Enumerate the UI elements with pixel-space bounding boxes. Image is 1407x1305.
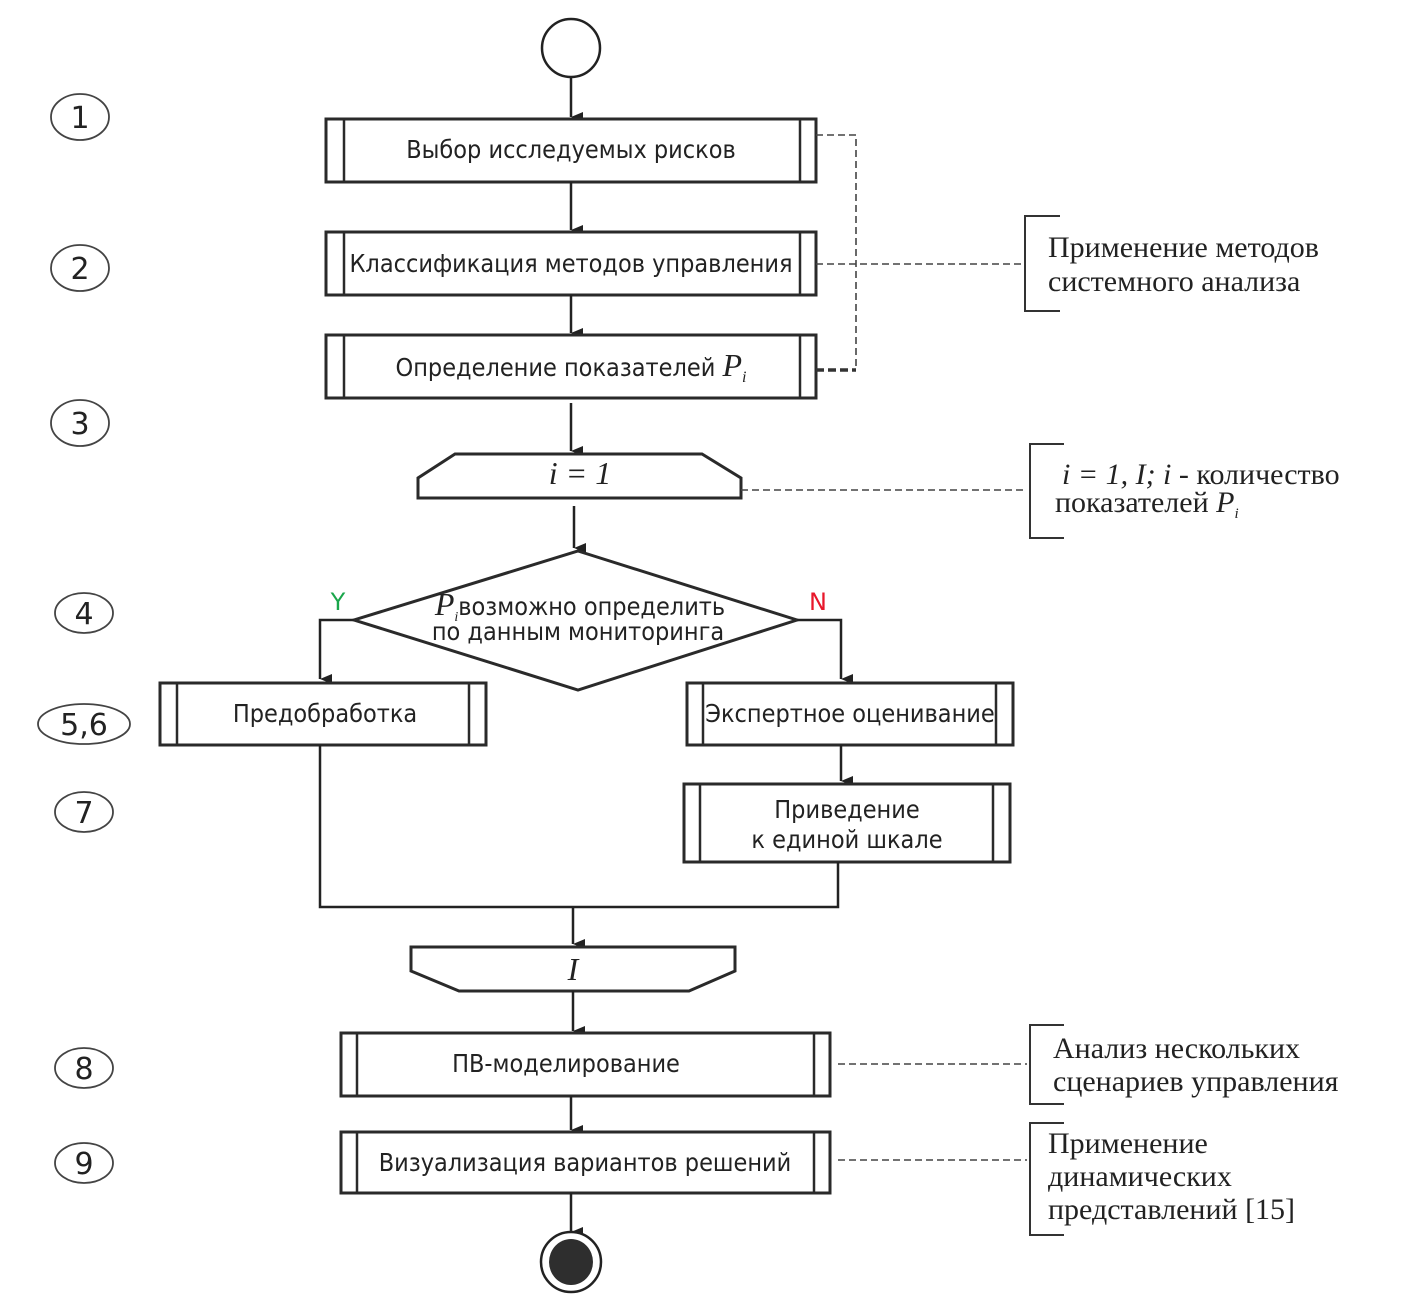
- note-system-analysis: Применение методов системного анализа: [1024, 215, 1319, 312]
- step-marker-3: 3: [50, 399, 110, 447]
- svg-text:системного анализа: системного анализа: [1048, 265, 1300, 298]
- define-indicators-label: Определение показателей: [396, 353, 716, 382]
- svg-text:1: 1: [70, 101, 89, 136]
- decision-monitoring-data: Piвозможно определить по данным монитори…: [348, 549, 802, 692]
- svg-text:динамических: динамических: [1048, 1160, 1232, 1193]
- step-marker-8: 8: [54, 1047, 114, 1089]
- svg-text:8: 8: [74, 1052, 93, 1087]
- process-select-risks: Выбор исследуемых рисков: [324, 117, 818, 184]
- svg-text:Применение: Применение: [1048, 1127, 1208, 1160]
- svg-text:Экспертное оценивание: Экспертное оценивание: [705, 699, 994, 728]
- svg-text:сценариев управления: сценариев управления: [1053, 1065, 1339, 1098]
- svg-text:Выбор исследуемых рисков: Выбор исследуемых рисков: [406, 135, 736, 164]
- start-node: [540, 17, 602, 79]
- step-marker-7: 7: [54, 791, 114, 833]
- svg-text:Piвозможно определить: Piвозможно определить: [434, 586, 725, 625]
- yes-label: Y: [330, 588, 346, 616]
- svg-text:7: 7: [74, 796, 93, 831]
- svg-text:3: 3: [70, 407, 89, 442]
- step-marker-1: 1: [50, 93, 110, 141]
- svg-text:показателей Pi: показателей Pi: [1055, 486, 1239, 522]
- step-marker-2: 2: [50, 244, 110, 292]
- step-marker-5-6: 5,6: [37, 703, 131, 745]
- svg-text:5,6: 5,6: [60, 708, 108, 743]
- yes-branch-arrow: [318, 618, 354, 684]
- svg-text:i = 1, I; i - количество: i = 1, I; i - количество: [1062, 458, 1340, 491]
- svg-text:к единой шкале: к единой шкале: [751, 825, 942, 854]
- no-branch-arrow: [797, 618, 853, 684]
- merge-connector: [318, 745, 840, 909]
- svg-text:Определение показателей Pi: Определение показателей Pi: [396, 347, 747, 386]
- step-marker-4: 4: [54, 592, 114, 634]
- process-pv-modeling: ПВ-моделирование: [339, 1031, 832, 1098]
- svg-text:по данным мониторинга: по данным мониторинга: [432, 617, 724, 646]
- process-normalize-scale: Приведение к единой шкале: [682, 782, 1012, 864]
- process-preprocessing: Предобработка: [158, 681, 488, 747]
- note-loop-counter: i = 1, I; i - количество показателей Pi: [1029, 443, 1340, 539]
- svg-text:Визуализация вариантов решений: Визуализация вариантов решений: [379, 1148, 792, 1177]
- svg-text:9: 9: [74, 1147, 93, 1182]
- process-visualization: Визуализация вариантов решений: [339, 1130, 832, 1195]
- process-classify-methods: Классификация методов управления: [324, 230, 818, 297]
- p-symbol: P: [721, 347, 742, 383]
- dashed-connector: [816, 134, 857, 370]
- svg-text:i = 1: i = 1: [549, 455, 611, 491]
- step-marker-9: 9: [54, 1142, 114, 1184]
- note-scenarios: Анализ нескольких сценариев управления: [1029, 1024, 1339, 1105]
- svg-text:I: I: [567, 951, 580, 987]
- end-node: [539, 1230, 603, 1294]
- svg-text:2: 2: [70, 252, 89, 287]
- svg-text:Предобработка: Предобработка: [233, 699, 417, 728]
- note-dynamic-representations: Применение динамических представлений [1…: [1029, 1122, 1295, 1236]
- svg-text:Классификация методов управлен: Классификация методов управления: [349, 249, 792, 278]
- svg-text:ПВ-моделирование: ПВ-моделирование: [452, 1049, 680, 1078]
- no-label: N: [809, 588, 827, 616]
- loop-end: I: [409, 945, 737, 993]
- svg-text:представлений [15]: представлений [15]: [1048, 1193, 1295, 1226]
- svg-text:Приведение: Приведение: [774, 795, 919, 824]
- svg-text:4: 4: [74, 597, 93, 632]
- i-subscript: i: [742, 369, 746, 386]
- svg-text:Применение методов: Применение методов: [1048, 231, 1319, 264]
- process-define-indicators: Определение показателей Pi: [324, 333, 818, 400]
- svg-text:Анализ нескольких: Анализ нескольких: [1053, 1032, 1300, 1065]
- loop-start: i = 1: [416, 452, 743, 500]
- process-expert-evaluation: Экспертное оценивание: [685, 681, 1015, 747]
